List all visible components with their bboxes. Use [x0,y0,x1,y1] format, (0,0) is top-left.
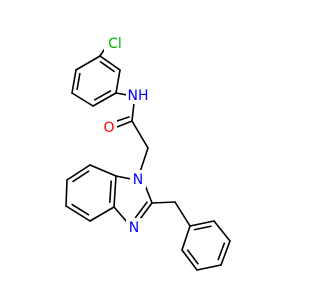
atom-label-n3: N [129,220,139,236]
atom-label-o: O [103,120,114,136]
bond-ring1-inner [76,72,81,91]
bond-ring1 [92,92,117,107]
bond-ring2 [65,179,68,207]
bond-ring4-inner [186,249,199,265]
bond-ring2-inner [72,170,90,183]
bond-ring2 [113,175,117,208]
bond-ring4-inner [193,225,212,231]
atom-chlorine: Cl [104,34,126,52]
atom-label-nh: NH [128,88,149,104]
bond-ring4 [196,264,222,271]
bond-ring3-inner [134,201,148,219]
bond-ring3 [115,175,132,180]
bond-nh-co [131,102,135,122]
atom-imidazole-n3: N [126,218,142,236]
bond-c-nh [115,92,128,96]
bond-ring4 [213,220,231,242]
bond-ring2 [89,164,117,177]
bond-ring4 [220,240,231,266]
molecule-structure: Cl NH O N N [65,34,231,271]
bond-c-o [116,120,133,128]
bond-ring4 [181,225,191,251]
bond-ring4-inner [217,242,226,261]
bond-ring2-inner [71,203,90,216]
bond-ch2-ph [174,201,191,227]
bond-ring2-inner [109,180,112,204]
bond-ring1 [115,69,121,94]
bond-ring4 [181,249,198,271]
atom-imidazole-n1: N [130,170,146,188]
atom-amide-oxygen: O [101,118,117,136]
molecule-canvas: Cl NH O N N [65,34,231,271]
bond-ring1-inner [94,90,112,101]
bond-ring2 [65,205,91,222]
bond-ring1 [71,92,94,107]
bond-ch2-n1 [139,147,149,173]
bond-c2-ch2 [151,201,176,204]
bond-ring3 [113,206,128,223]
bond-co-ch2 [131,120,149,149]
bond-ring2 [89,206,115,222]
atom-amide-nh: NH [126,86,150,104]
bond-ring4 [189,220,215,227]
bond-ring1 [75,55,101,71]
bond-ring1-inner [99,61,115,73]
bond-layer [65,46,231,271]
atom-label-cl: Cl [108,36,122,52]
bond-ring2 [66,164,91,181]
bond-ring1 [71,69,77,94]
bond-ring3 [144,184,153,204]
atom-label-n1: N [133,172,143,188]
bond-ring1 [99,55,121,71]
